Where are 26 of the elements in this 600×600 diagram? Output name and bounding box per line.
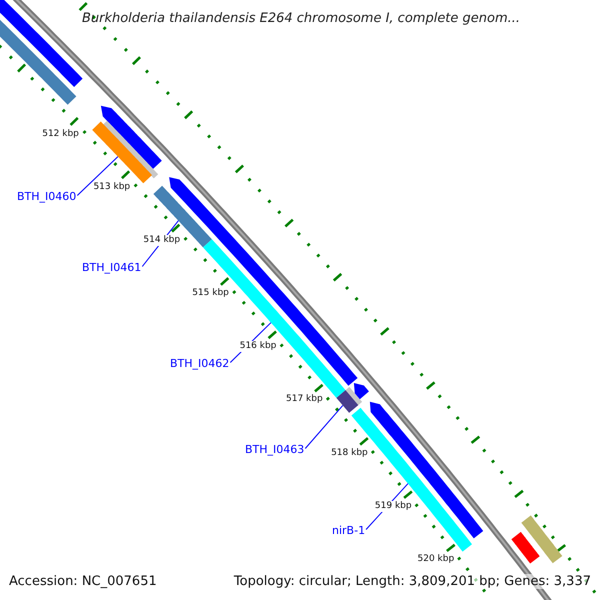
gene-bar (336, 390, 358, 413)
gene-label: nirB-1 (332, 524, 366, 537)
scale-label: 514 kbp (143, 235, 180, 246)
gene-label: BTH_I0463 (245, 443, 304, 456)
scale-label: 512 kbp (42, 128, 79, 140)
scale-label: 513 kbp (93, 182, 130, 193)
gene-bar (521, 515, 562, 564)
accession-text: Accession: NC_007651 (9, 574, 157, 589)
gene-arrow-bar (100, 106, 162, 169)
gene-bar (92, 122, 152, 184)
gene-label: BTH_I0461 (82, 261, 142, 274)
gene-bar (0, 0, 83, 87)
scale-label: 520 kbp (418, 554, 454, 565)
map-title: Burkholderia thailandensis E264 chromosome I, complete genom... (82, 11, 520, 26)
scale-label: 515 kbp (192, 288, 229, 300)
scale-label: 517 kbp (286, 394, 323, 406)
leader-line (76, 156, 118, 196)
gene-bar (511, 532, 540, 564)
gene-arrow-bar (354, 383, 369, 400)
scale-label: 519 kbp (374, 500, 412, 512)
scale-label: 516 kbp (240, 341, 276, 352)
genome-info-text: Topology: circular; Length: 3,809,201 bp; Genes: 3,337 (234, 574, 591, 589)
gene-arrow-bar (370, 402, 484, 538)
gene-label: BTH_I0462 (170, 357, 230, 370)
gene-label: BTH_I0460 (17, 190, 76, 203)
scale-label: 518 kbp (331, 448, 368, 459)
